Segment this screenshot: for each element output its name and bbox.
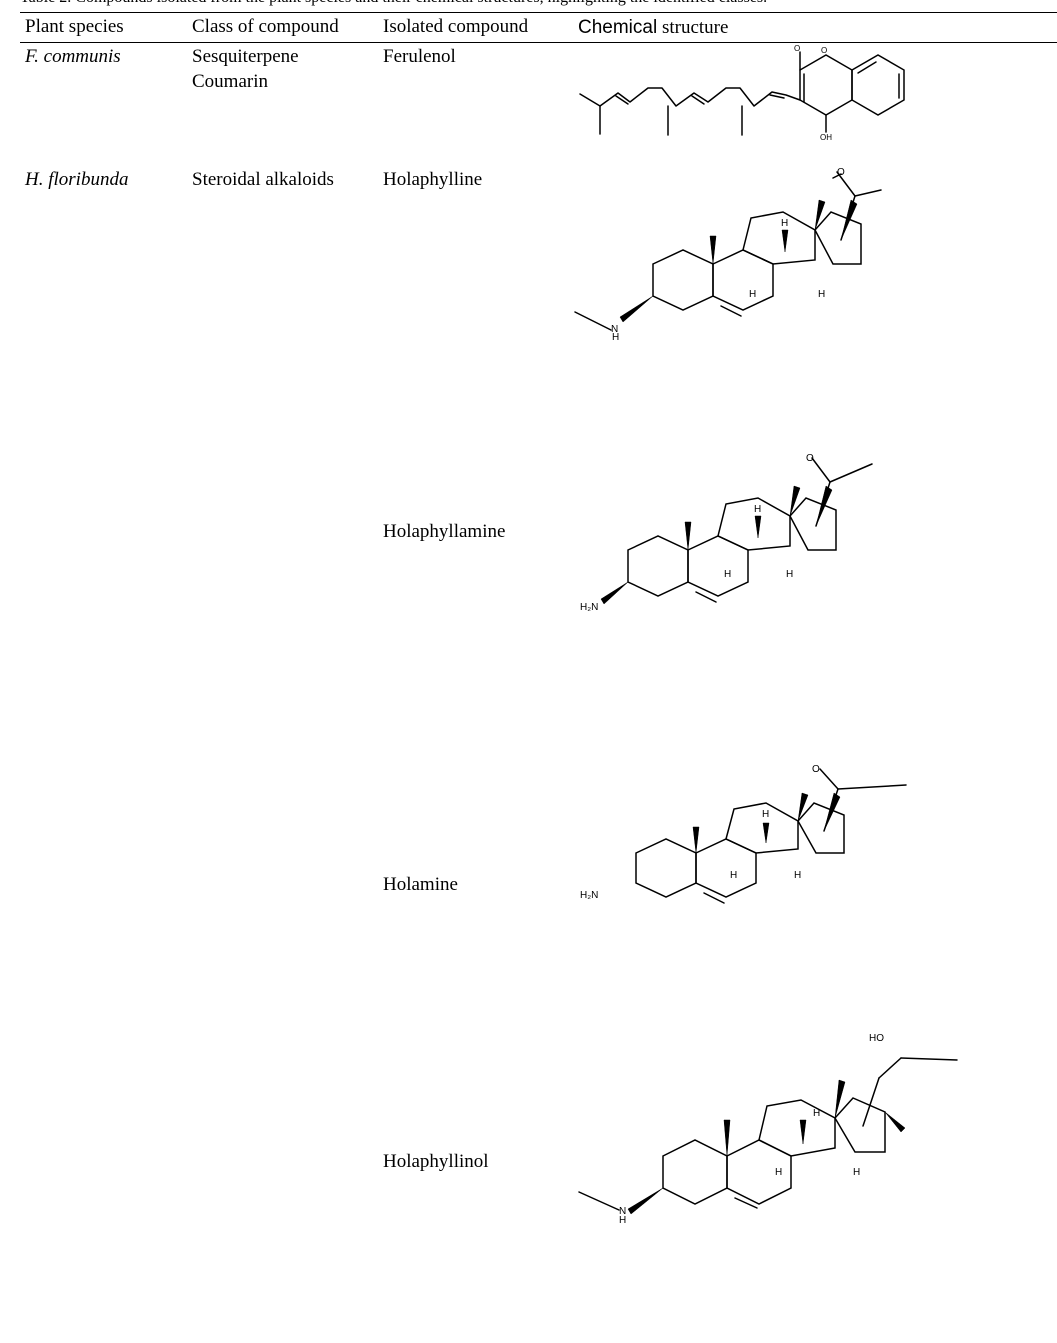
holaphyllamine-wedge-c13: [789, 485, 801, 517]
holaphyllinol-h2: H: [775, 1167, 782, 1178]
holamine-o: O: [812, 764, 820, 775]
header-isolated-compound: Isolated compound: [383, 16, 529, 37]
row-5-compound: Holaphyllinol: [383, 1151, 489, 1172]
holaphylline-n: N: [611, 324, 618, 335]
holaphylline-o: O: [837, 167, 845, 178]
holaphyllinol-wedge-c8: [799, 1119, 807, 1145]
ferulenol-ring-o: O: [821, 46, 827, 55]
row-1-class-line1: Sesquiterpene: [192, 46, 299, 67]
holaphylline-wedge-n: [619, 295, 654, 323]
holamine-wedge-c10: [692, 826, 700, 854]
holaphyllinol-wedge-c17: [884, 1111, 906, 1133]
table-top-rule: [20, 12, 1057, 13]
holaphyllamine-wedge-c17: [815, 485, 833, 527]
holaphyllamine-structure: O H H H H₂N: [580, 453, 873, 613]
holamine-h3: H: [794, 870, 801, 881]
holamine-amine: H₂N: [580, 890, 598, 901]
holaphyllinol-wedge-c13: [834, 1079, 846, 1119]
holaphyllinol-h1: H: [813, 1108, 820, 1119]
holaphyllamine-o: O: [806, 453, 814, 464]
header-plant-species: Plant species: [25, 16, 124, 37]
ferulenol-carbonyl-o: O: [794, 44, 800, 53]
holaphyllinol-wedge-n: [627, 1187, 664, 1215]
holaphylline-nh: H: [612, 332, 619, 343]
holamine-bonds: [635, 768, 907, 904]
row-2-species: H. floribunda: [25, 169, 129, 190]
holaphylline-wedge-c8: [781, 229, 789, 253]
holaphylline-h1: H: [781, 218, 788, 229]
holaphyllinol-n: N: [619, 1206, 626, 1217]
row-3-compound: Holaphyllamine: [383, 521, 506, 542]
holaphyllamine-amine: H₂N: [580, 602, 598, 613]
holaphyllinol-bonds: [578, 1057, 958, 1211]
holaphylline-wedge-c17: [840, 199, 858, 241]
ferulenol-oh: OH: [820, 133, 832, 142]
holamine-h1: H: [762, 809, 769, 820]
row-1-species: F. communis: [25, 46, 121, 67]
holaphylline-structure: O H H H N H: [574, 167, 882, 343]
header-bottom-rule: [20, 42, 1057, 43]
header-structure-word: structure: [657, 17, 729, 38]
holaphyllamine-wedge-n: [600, 581, 629, 605]
holamine-wedge-c17: [823, 792, 841, 832]
row-1-compound: Ferulenol: [383, 46, 456, 67]
holaphylline-wedge-c13: [814, 199, 826, 231]
row-4-compound: Holamine: [383, 874, 458, 895]
holaphylline-h2: H: [749, 289, 756, 300]
header-chemical-word: Chemical: [578, 17, 658, 38]
holaphyllinol-wedge-c10: [723, 1119, 731, 1157]
header-chemical-structure: Chemical structure: [578, 16, 728, 40]
holamine-wedge-c13: [797, 792, 809, 822]
header-class-of-compound: Class of compound: [192, 16, 339, 37]
holaphyllamine-bonds: [627, 457, 873, 603]
holaphylline-bonds: [574, 171, 882, 331]
holaphyllamine-wedge-c8: [754, 515, 762, 539]
holaphylline-wedge-c10: [709, 235, 717, 265]
row-2-compound: Holaphylline: [383, 169, 483, 190]
holaphyllamine-h1: H: [754, 504, 761, 515]
table-caption: Table 2. Compounds isolated from the pla…: [20, 0, 767, 8]
holaphylline-h3: H: [818, 289, 825, 300]
caption-clip: Table 2. Compounds isolated from the pla…: [0, 0, 1057, 8]
row-2-class-line1: Steroidal alkaloids: [192, 169, 334, 190]
row-1-class-line2: Coumarin: [192, 71, 268, 92]
holaphyllamine-wedge-c10: [684, 521, 692, 551]
holaphyllinol-structure: HO H H H N H: [578, 1033, 958, 1226]
holaphyllinol-ho: HO: [869, 1033, 884, 1044]
holamine-h2: H: [730, 870, 737, 881]
holaphyllamine-h3: H: [786, 569, 793, 580]
ferulenol-bonds: [579, 51, 905, 136]
ferulenol-structure: O O OH: [579, 44, 905, 142]
holaphyllinol-h3: H: [853, 1167, 860, 1178]
holamine-wedge-c8: [762, 822, 770, 844]
holamine-structure: O H H H H₂N: [580, 764, 907, 904]
holaphyllinol-nh: H: [619, 1215, 626, 1226]
holaphyllamine-h2: H: [724, 569, 731, 580]
